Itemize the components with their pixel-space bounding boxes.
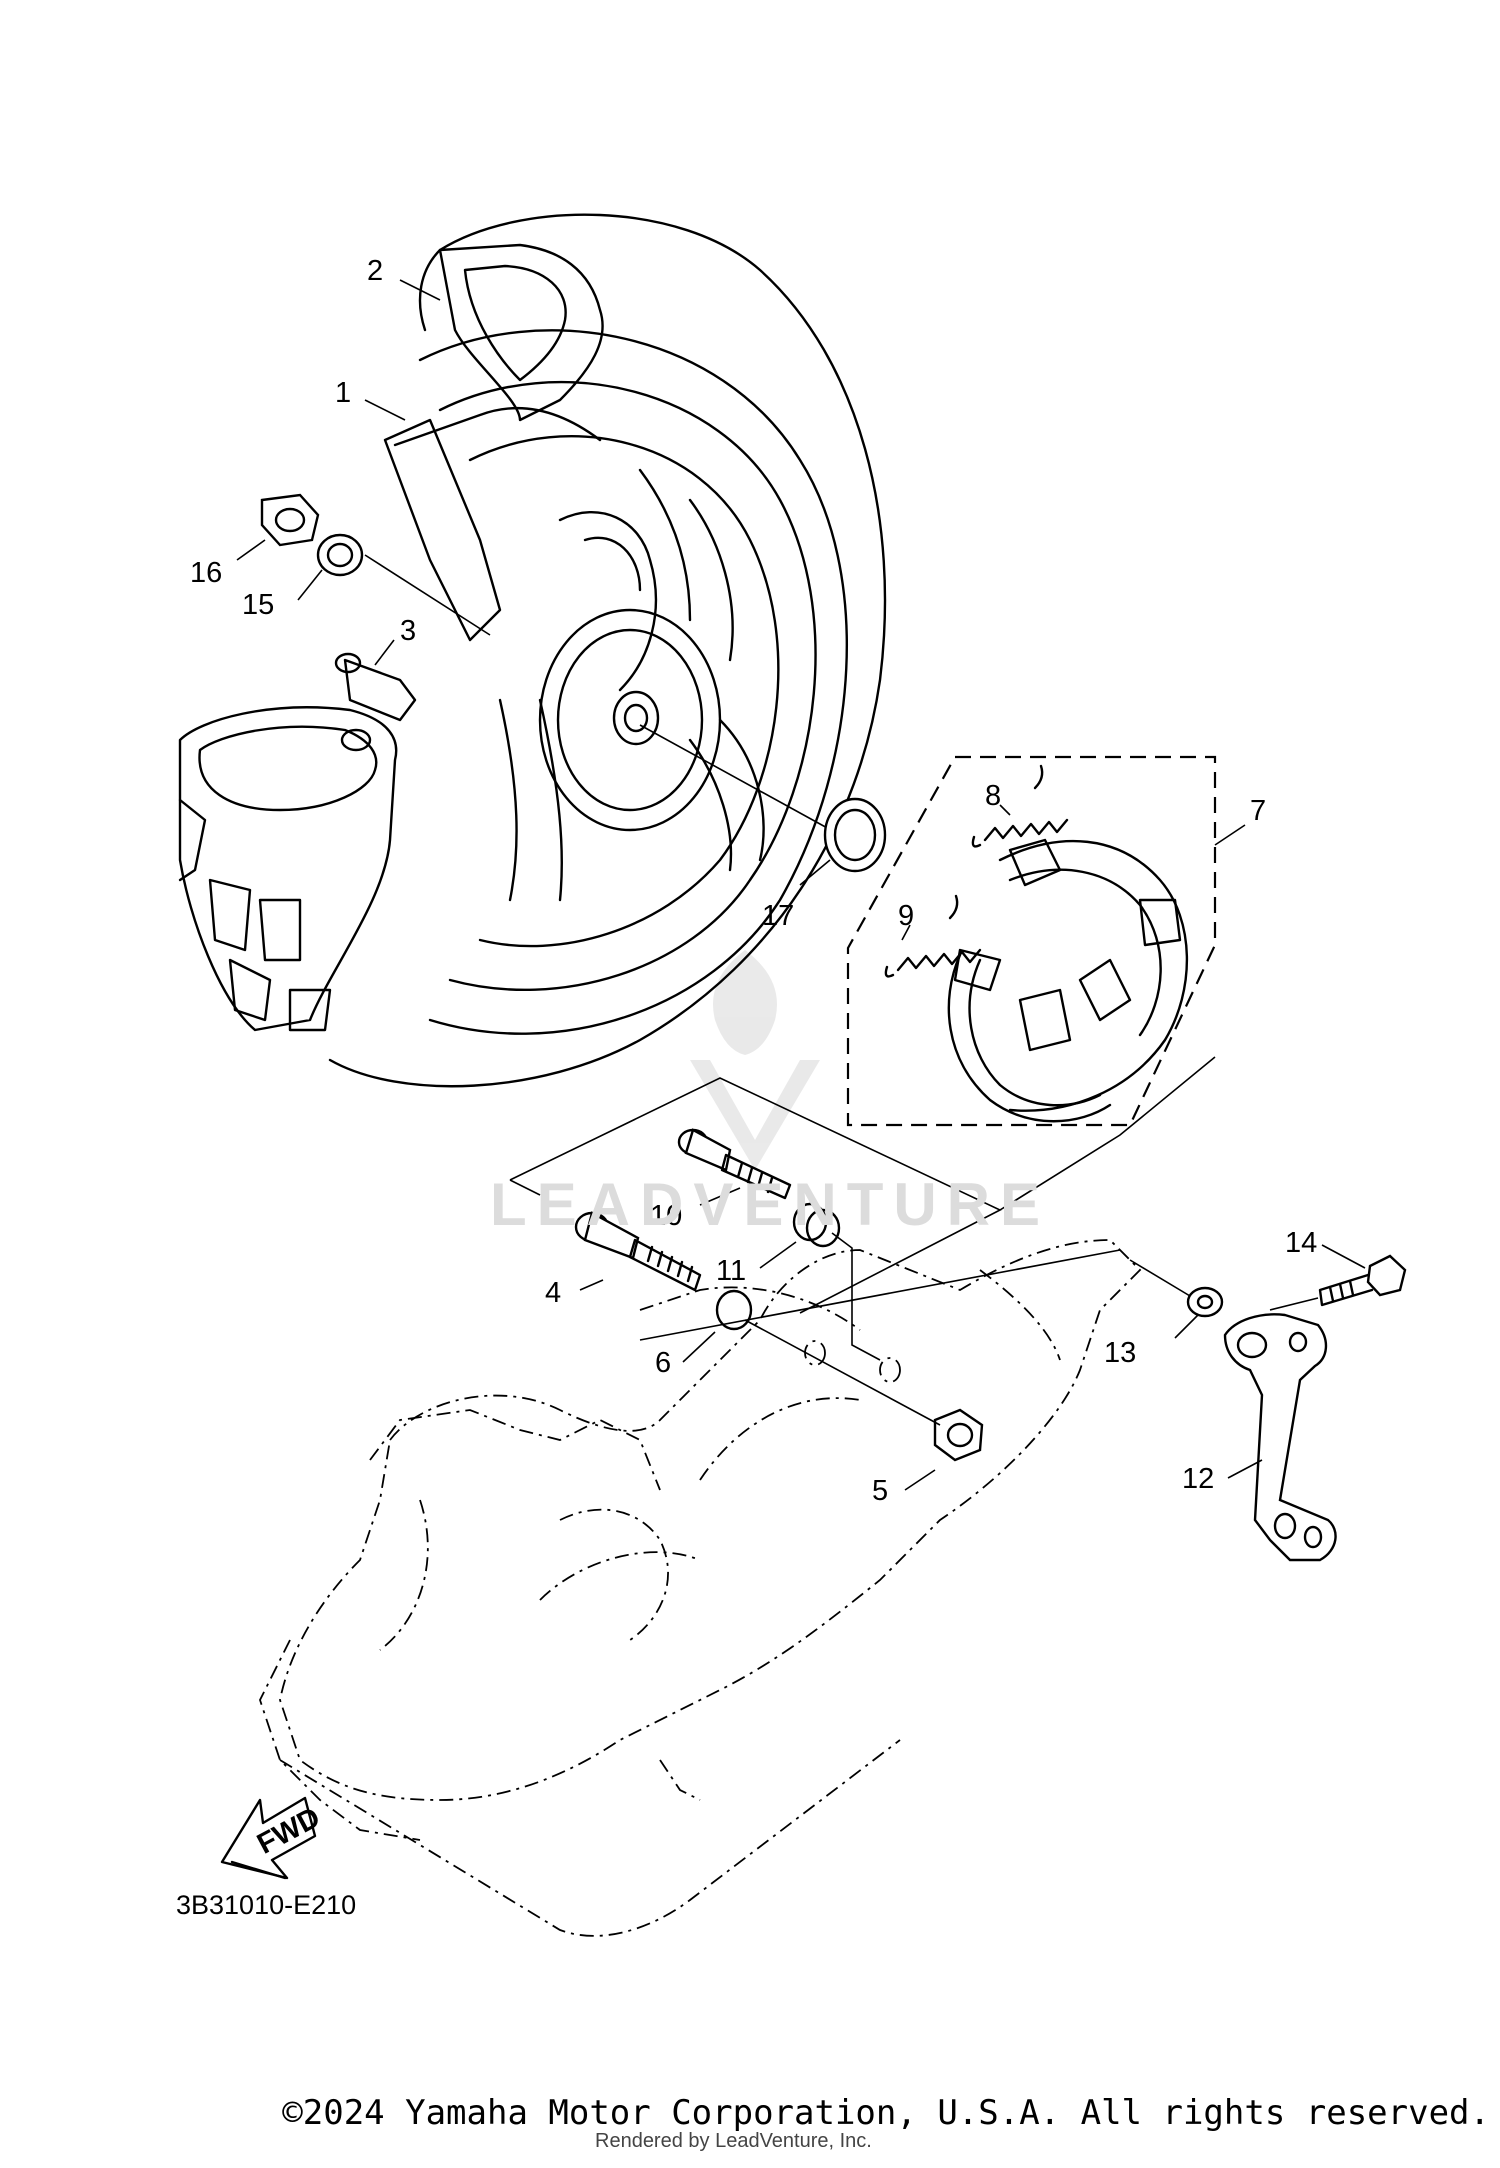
callout-6: 6 xyxy=(655,1347,671,1379)
callout-10: 10 xyxy=(650,1200,682,1232)
callout-5: 5 xyxy=(872,1475,888,1507)
fwd-arrow-icon: FWD xyxy=(220,1796,325,1880)
rendered-by-notice: Rendered by LeadVenture, Inc. xyxy=(595,2130,872,2152)
callout-14: 14 xyxy=(1285,1227,1317,1259)
part-12-lever xyxy=(1223,1313,1337,1562)
callout-16: 16 xyxy=(190,557,222,589)
part-6-oring xyxy=(715,1289,753,1331)
callout-leaders xyxy=(236,279,1366,1491)
part-10-camshaft xyxy=(677,1128,792,1200)
watermark: LEADVENTURE xyxy=(490,1171,1051,1238)
part-14-bolt xyxy=(1318,1254,1407,1307)
camshaft-kit-box xyxy=(509,1077,1002,1314)
callout-9: 9 xyxy=(898,900,914,932)
part-8-spring xyxy=(971,764,1069,848)
watermark-logo xyxy=(690,950,820,1170)
leader-15 xyxy=(364,554,491,636)
callouts: 1 2 3 4 5 6 7 8 9 10 11 12 13 14 15 16 1… xyxy=(190,255,1317,1507)
callout-1: 1 xyxy=(335,377,351,409)
diagram-code: 3B31010-E210 xyxy=(176,1890,357,1920)
callout-4: 4 xyxy=(545,1277,561,1309)
wheel-assembly xyxy=(178,213,887,1088)
engine-casing xyxy=(259,1239,1142,1937)
part-17-seal xyxy=(823,797,887,873)
copyright-notice: ©2024 Yamaha Motor Corporation, U.S.A. A… xyxy=(282,2093,1490,2133)
part-16-nut xyxy=(260,493,320,547)
part-7-brake-shoes xyxy=(947,838,1189,1123)
leader-hub-axle xyxy=(639,724,841,836)
part-5-nut xyxy=(933,1408,984,1462)
part-13-washer xyxy=(1186,1286,1224,1318)
callout-17: 17 xyxy=(762,900,794,932)
part-4-shaft xyxy=(574,1211,702,1292)
part-7-kit-box xyxy=(846,755,1217,1127)
part-11-orings xyxy=(792,1202,841,1248)
callout-8: 8 xyxy=(985,780,1001,812)
callout-11: 11 xyxy=(716,1255,746,1287)
callout-15: 15 xyxy=(242,589,274,621)
callout-2: 2 xyxy=(367,255,383,287)
callout-7: 7 xyxy=(1250,795,1266,827)
part-9-spring xyxy=(884,894,982,978)
part-15-washer xyxy=(316,533,364,577)
callout-3: 3 xyxy=(400,615,416,647)
callout-12: 12 xyxy=(1182,1463,1214,1495)
callout-13: 13 xyxy=(1104,1337,1136,1369)
